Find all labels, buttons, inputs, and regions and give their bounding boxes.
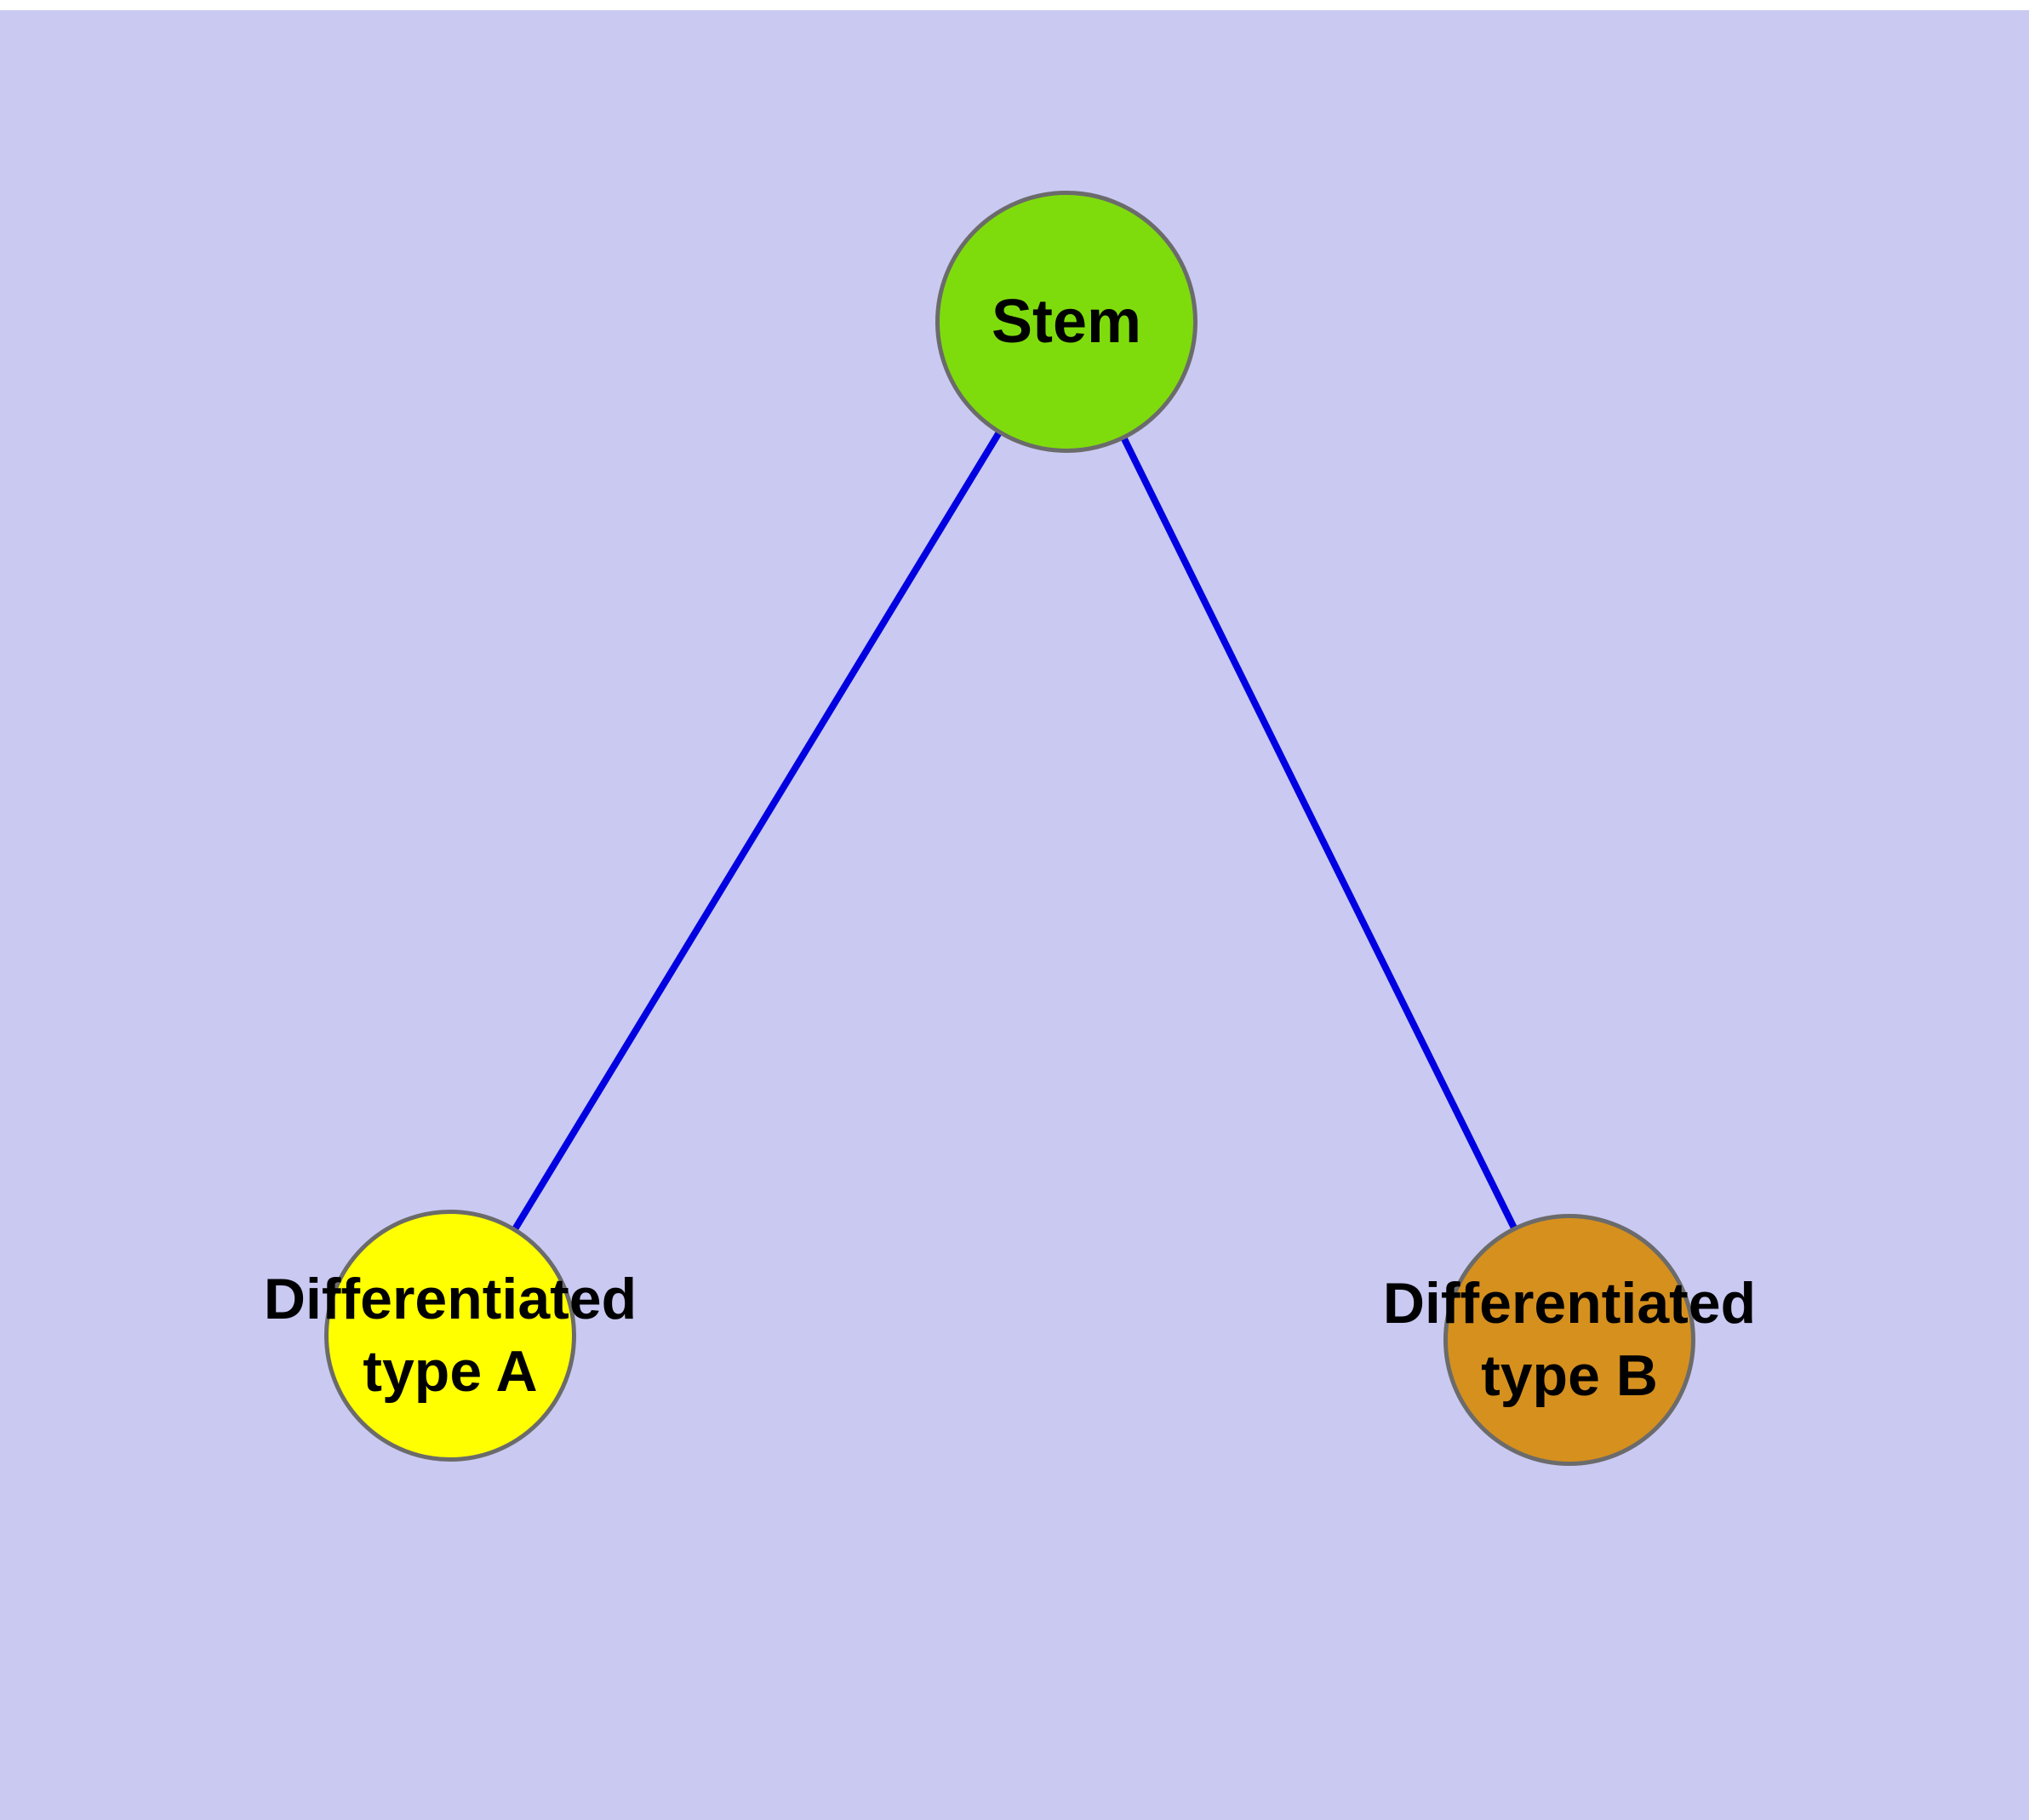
diagram-background: Stem Differentiated type A Differentiate… (0, 10, 2029, 1820)
node-stem (935, 191, 1197, 453)
node-differentiated-type-b (1443, 1214, 1695, 1466)
edges-layer (447, 319, 1573, 1342)
edge-stem-to-type-b (1063, 320, 1573, 1342)
edge-stem-to-type-a (447, 319, 1070, 1338)
node-differentiated-type-a (324, 1210, 576, 1462)
